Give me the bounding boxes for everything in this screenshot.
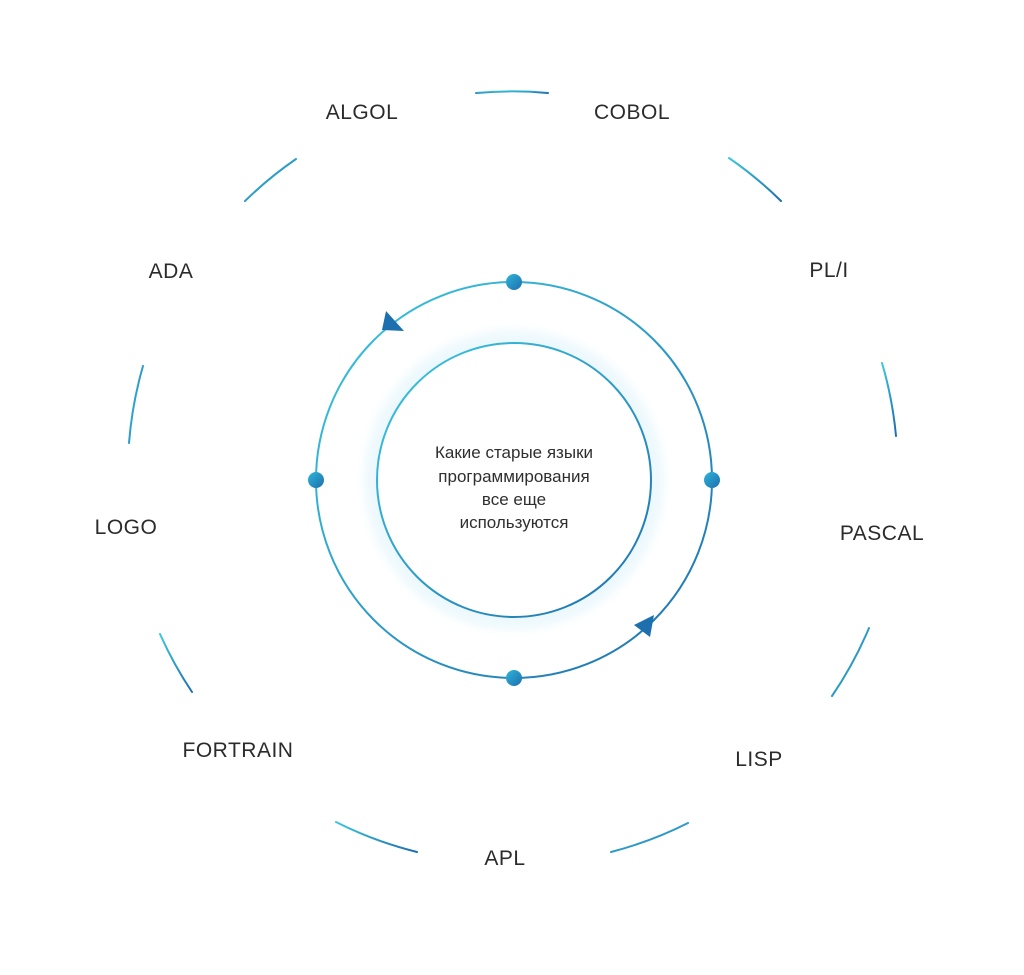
language-label-cobol: COBOL: [594, 101, 670, 124]
ring-dot-bottom: [506, 670, 522, 686]
inner-circle: [376, 342, 652, 618]
outer-ring-segment: [159, 633, 193, 693]
outer-ring-segment: [475, 90, 549, 94]
language-label-pascal: PASCAL: [840, 522, 924, 545]
language-label-lisp: LISP: [735, 748, 783, 771]
arrow-upper-left-icon: [382, 311, 404, 331]
language-label-fortrain: FORTRAIN: [183, 739, 294, 762]
cycle-arrows: [382, 311, 654, 637]
arrow-lower-right-icon: [634, 615, 654, 637]
language-label-pli: PL/I: [809, 259, 848, 282]
center-line-3: все еще: [482, 490, 546, 509]
center-line-4: используются: [460, 513, 569, 532]
outer-ring-segment: [610, 822, 689, 853]
outer-ring-segment: [244, 158, 297, 202]
outer-ring-segment: [128, 365, 144, 444]
center-line-1: Какие старые языки: [435, 443, 593, 462]
language-labels: ALGOL COBOL PL/I PASCAL LISP APL FORTRAI…: [95, 101, 924, 870]
language-label-ada: ADA: [149, 260, 194, 283]
outer-ring-segment: [831, 627, 870, 697]
ring-dot-left: [308, 472, 324, 488]
language-label-algol: ALGOL: [326, 101, 399, 124]
outer-ring-segment: [728, 157, 782, 202]
outer-ring: [128, 90, 897, 853]
language-label-logo: LOGO: [95, 516, 158, 539]
outer-ring-segment: [881, 362, 897, 437]
center-line-2: программирования: [438, 467, 589, 486]
outer-ring-segment: [335, 821, 418, 853]
language-label-apl: APL: [484, 847, 525, 870]
ring-dot-right: [704, 472, 720, 488]
center-question: Какие старые языки программирования все …: [435, 443, 593, 532]
ring-dot-top: [506, 274, 522, 290]
ring-dots: [308, 274, 720, 686]
